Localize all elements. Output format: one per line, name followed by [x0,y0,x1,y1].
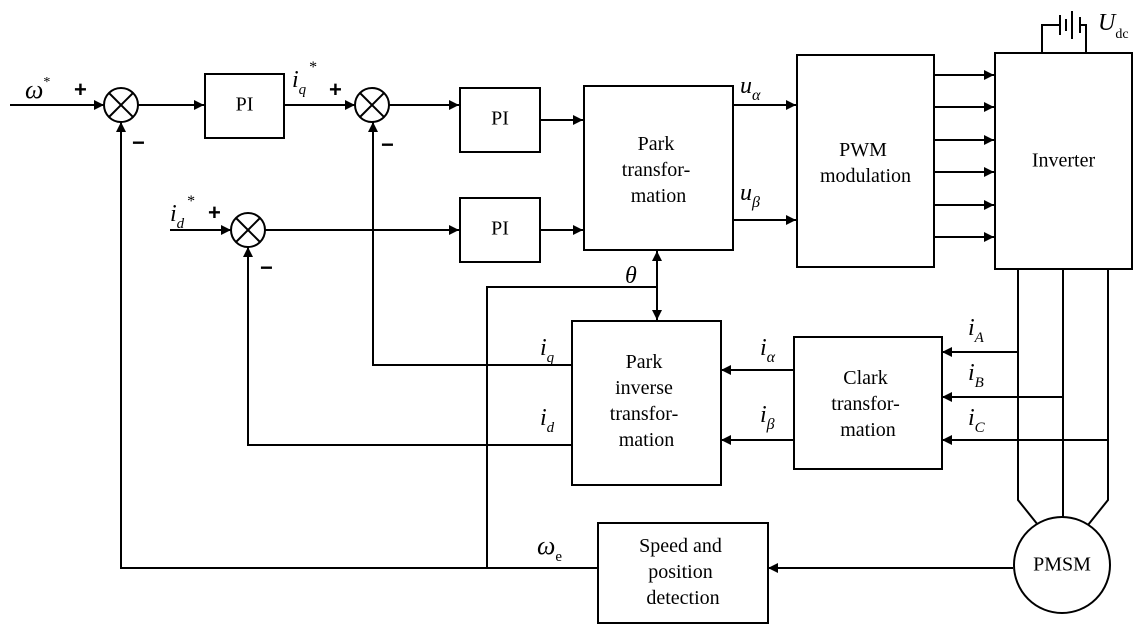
plus-sign: + [208,200,221,225]
pwm-label-line: modulation [820,165,911,187]
plus-sign: + [329,77,342,102]
speed-detection-label: Speed and position detection [639,535,727,609]
label-omega-ref: ω* [25,75,50,104]
pwm-modulation-block: PWM modulation [796,54,935,268]
speed-detection-label-line: Speed and [639,535,722,557]
park-transform-label: Park transfor- mation [622,133,695,207]
pi-speed-block: PI [204,73,285,139]
line-speed-feedback [116,122,597,569]
line-theta-feed [486,286,657,568]
park-inverse-block: Park inverse transfor- mation [571,320,722,486]
pwm-label: PWM modulation [820,139,911,187]
label-u-beta: uβ [740,180,760,211]
park-label-line: mation [631,185,687,207]
battery-icon [1059,11,1081,39]
line-iq-feedback [368,122,571,366]
label-ia: iA [968,315,985,346]
label-omega-e: ωe [537,531,562,565]
minus-sign: − [260,255,273,280]
label-id-feedback: id [540,405,555,436]
pi-d-block: PI [459,197,541,263]
park-label-line: transfor- [622,159,690,181]
sum-junction-id [230,212,266,248]
minus-sign: − [381,132,394,157]
pi-d-label: PI [491,218,509,240]
sum-junction-iq [354,87,390,123]
pmsm-motor: PMSM [1013,516,1111,614]
park-inverse-label-line: mation [619,429,675,451]
inverter-label: Inverter [1032,150,1096,172]
clark-label-line: mation [840,419,896,441]
park-transform-block: Park transfor- mation [583,85,734,251]
line-phase-c [1083,270,1109,531]
pi-speed-label: PI [236,94,254,116]
label-i-alpha: iα [760,335,776,366]
line-id-feedback [243,247,571,446]
speed-position-detection-block: Speed and position detection [597,522,769,624]
park-inverse-label: Park inverse transfor- mation [610,351,683,451]
pwm-label-line: PWM [839,139,887,161]
line-phase-a [1017,270,1043,531]
inverter-block: Inverter [994,52,1133,270]
park-inverse-label-line: transfor- [610,403,678,425]
line-dc-right [1080,24,1087,52]
signal-lines [10,24,1109,573]
clark-label-line: Clark [843,367,887,389]
pi-q-block: PI [459,87,541,153]
park-inverse-label-line: Park [626,351,663,373]
speed-detection-label-line: position [648,561,712,583]
label-u-alpha: uα [740,73,761,104]
clark-label-line: transfor- [831,393,899,415]
label-udc: Udc [1098,10,1129,42]
label-ib: iB [968,360,984,391]
plus-sign: + [74,77,87,102]
label-ic: iC [968,405,986,436]
park-inverse-label-line: inverse [615,377,673,399]
label-iq-ref: iq* [292,59,317,98]
clark-transform-block: Clark transfor- mation [793,336,943,470]
label-iq-feedback: iq [540,335,555,366]
minus-sign: − [132,130,145,155]
speed-detection-label-line: detection [646,587,719,609]
label-id-ref: id* [170,193,195,232]
pi-q-label: PI [491,108,509,130]
park-label-line: Park [638,133,675,155]
label-theta: θ [625,263,637,289]
line-dc-left [1041,24,1060,52]
pmsm-label: PMSM [1033,554,1091,576]
label-i-beta: iβ [760,402,775,433]
clark-label: Clark transfor- mation [831,367,904,441]
sum-junction-speed [103,87,139,123]
